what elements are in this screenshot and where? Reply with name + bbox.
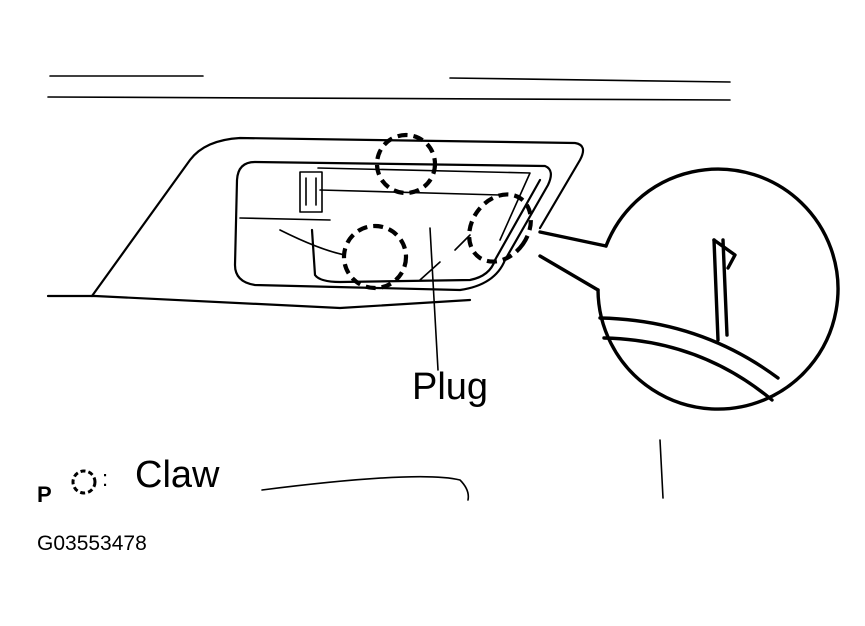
- plug-label: Plug: [412, 366, 489, 408]
- claw-circle-top: [374, 132, 438, 196]
- claw-legend-label: Claw: [135, 454, 220, 496]
- magnified-detail-callout: [538, 167, 840, 499]
- legend-dashed-circle-icon: [71, 469, 97, 495]
- door-trim-panel: [46, 136, 585, 501]
- claw-circle-right: [467, 192, 533, 264]
- legend-colon: :: [102, 466, 109, 491]
- legend-prefix: P: [37, 482, 52, 507]
- plug-leader-line: [429, 227, 439, 371]
- inside-handle-bezel: [233, 160, 552, 292]
- claw-circle-bottom: [341, 223, 409, 291]
- figure-code: G03553478: [37, 532, 147, 555]
- upper-trim-lines: [47, 75, 731, 101]
